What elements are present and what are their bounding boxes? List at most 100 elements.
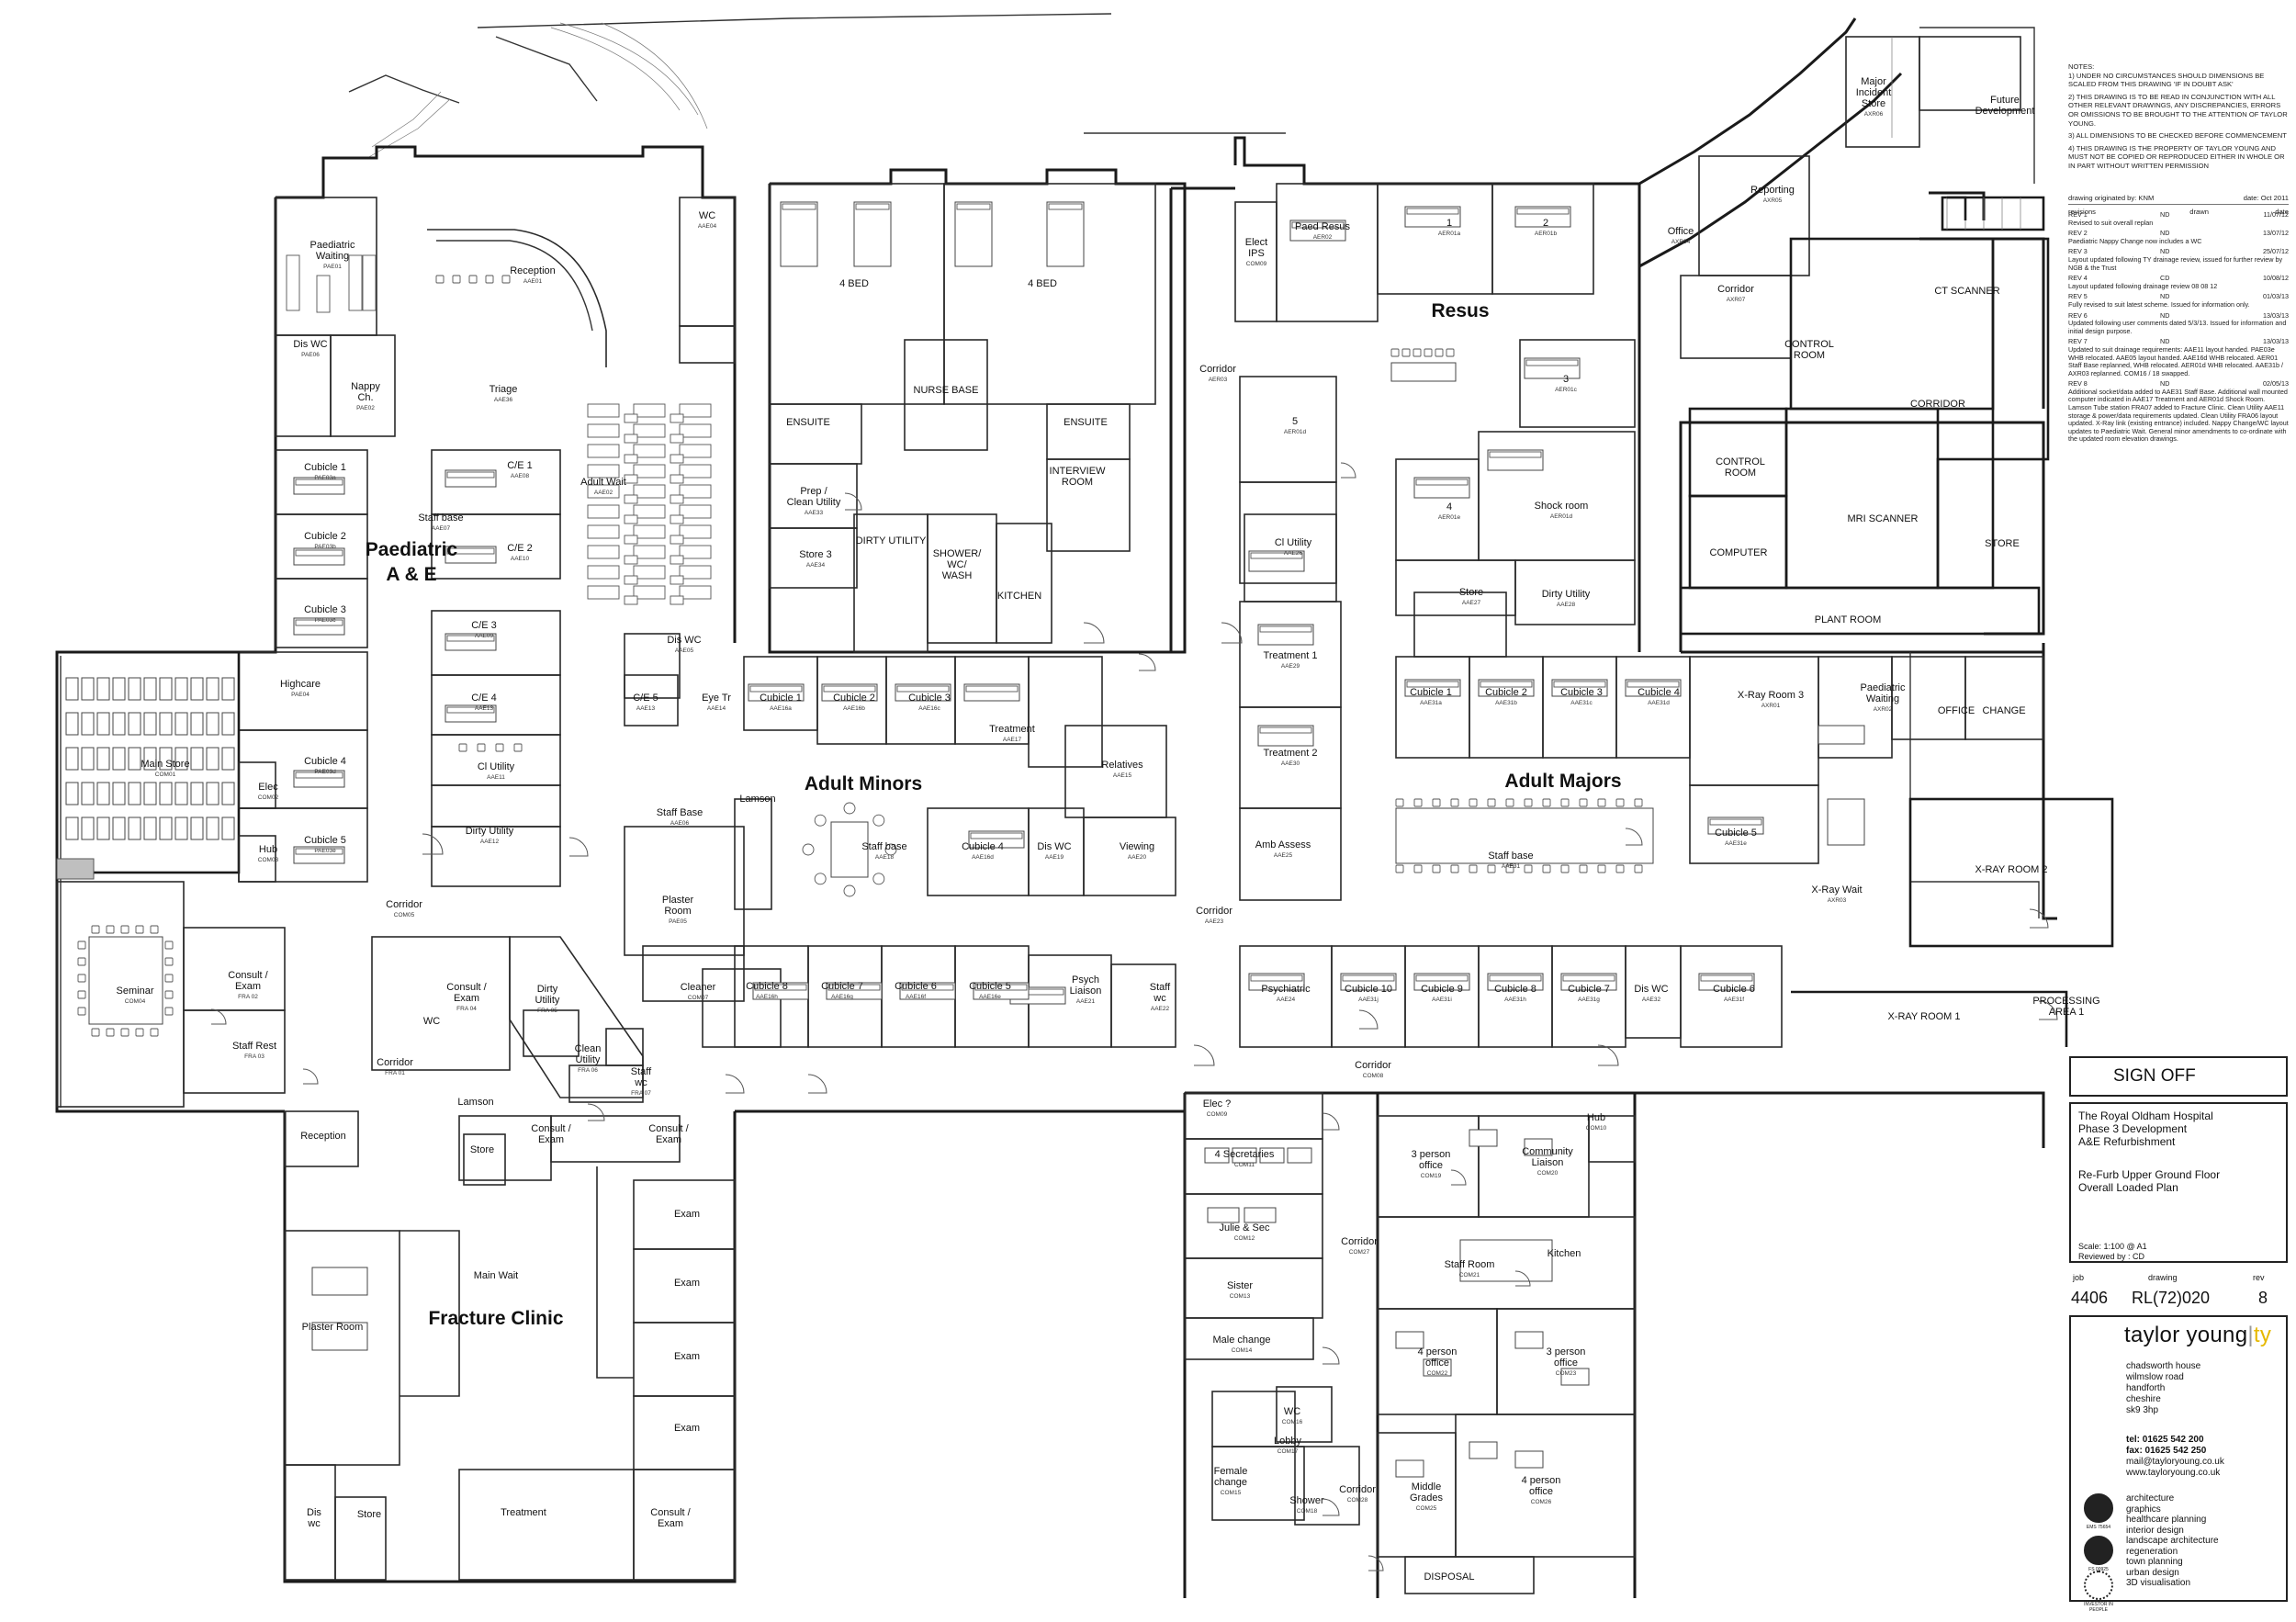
- room-code-aae34: AAE34: [806, 562, 826, 569]
- revision-drawn: ND: [2160, 337, 2170, 346]
- room-label-kitchen-upper: KITCHEN: [997, 591, 1041, 602]
- room-code-aae16d: AAE16d: [972, 854, 994, 861]
- room-label-dirty-utility-aae12: Dirty Utility: [466, 826, 514, 837]
- room-label-major-incident-store: Store: [1862, 98, 1885, 109]
- service-item: healthcare planning: [2126, 1515, 2207, 1525]
- room-label-resus-2: 2: [1543, 218, 1548, 229]
- room-label-lamson: Lamson: [457, 1097, 493, 1108]
- room-code-axr05: AXR05: [1763, 197, 1783, 204]
- room-label-elec-q: Elec ?: [1203, 1098, 1232, 1109]
- room-label-dis-wc-pae06: Dis WC: [293, 339, 327, 350]
- room-code-aae16e: AAE16e: [979, 994, 1001, 1000]
- cert-label: FS 00925: [2088, 1567, 2109, 1572]
- room-label-exam: Exam: [674, 1423, 700, 1434]
- future-development: [1084, 27, 2035, 220]
- revision-description: Fully revised to suit latest scheme. Iss…: [2068, 299, 2250, 309]
- address-line: sk9 3hp: [2126, 1405, 2159, 1415]
- room-code-aae24: AAE24: [1277, 997, 1296, 1003]
- site-context: [348, 13, 1112, 159]
- revision-date: 13/03/13: [2263, 310, 2289, 320]
- room-label-ct-scanner: CT SCANNER: [1934, 286, 1999, 297]
- room-code-aae16b: AAE16b: [843, 705, 865, 712]
- room-label-four-person-office-2: 4 person: [1522, 1475, 1561, 1486]
- revision-description: Updated to suit drainage requirements: A…: [2068, 344, 2283, 377]
- room-label-ce-4: C/E 4: [471, 693, 497, 704]
- room-label-treatment-am: Treatment: [989, 724, 1035, 735]
- revision-date: 02/05/13: [2263, 379, 2289, 389]
- room-label-cubicle-2-am: Cubicle 2: [833, 693, 875, 704]
- room-label-dirty-utility-fra: Dirty: [537, 984, 558, 995]
- room-code-aer03: AER03: [1209, 377, 1228, 383]
- room-label-control-room-2: ROOM: [1725, 467, 1756, 479]
- revision-drawn: ND: [2160, 229, 2170, 238]
- room-code-aae14: AAE14: [707, 705, 726, 712]
- room-label-paediatric-waiting-xr: Waiting: [1866, 693, 1899, 704]
- room-label-elec: Elec: [258, 782, 278, 793]
- room-label-cubicle-3-maj: Cubicle 3: [1560, 687, 1603, 698]
- zone-label-adult-majors: Adult Majors: [1504, 771, 1621, 792]
- firm-tel: tel: 01625 542 200: [2126, 1435, 2204, 1445]
- room-code-aae31d: AAE31d: [1648, 700, 1670, 706]
- fracture-upper: [371, 936, 644, 1103]
- room-label-cubicle-8: Cubicle 8: [746, 981, 788, 992]
- room-code-com12: COM12: [1234, 1235, 1255, 1242]
- revision-description: Layout updated following TY drainage rev…: [2068, 254, 2283, 272]
- room-code-pae03a: PAE03a: [314, 475, 336, 481]
- address-line: wilmslow road: [2126, 1372, 2184, 1382]
- sign-off-label: SIGN OFF: [2113, 1066, 2196, 1086]
- room-code-axr01: AXR01: [1761, 703, 1781, 709]
- room-code-fra05: FRA 05: [537, 1008, 557, 1014]
- scale: Scale: 1:100 @ A1: [2078, 1242, 2147, 1251]
- room-label-staff-base-am: Staff base: [861, 841, 906, 852]
- room-label-exam: Exam: [674, 1209, 700, 1220]
- room-code-com03: COM03: [258, 857, 279, 863]
- firm-logo: taylor young|ty: [2124, 1323, 2272, 1347]
- room-label-cubicle-6: Cubicle 6: [895, 981, 937, 992]
- service-item: graphics: [2126, 1504, 2161, 1515]
- room-code-fra07: FRA 07: [631, 1090, 651, 1097]
- revision-rev: REV 5: [2068, 292, 2088, 301]
- room-label-community-liaison: Community: [1522, 1146, 1573, 1157]
- drawing-notes: NOTES: 1) UNDER NO CIRCUMSTANCES SHOULD …: [2068, 62, 2289, 175]
- firm-box: taylor young|ty chadsworth house wilmslo…: [2069, 1315, 2288, 1613]
- room-label-control-room: CONTROL: [1784, 339, 1834, 350]
- room-label-treatment-2: Treatment 2: [1264, 748, 1318, 759]
- room-label-cubicle-2-maj: Cubicle 2: [1485, 687, 1527, 698]
- room-code-aae30: AAE30: [1281, 760, 1300, 767]
- room-code-aae33: AAE33: [805, 510, 824, 516]
- room-label-three-person-office-2: 3 person: [1547, 1346, 1586, 1357]
- revision-date: 13/07/12: [2263, 229, 2289, 238]
- room-label-plaster-room-am: Plaster: [662, 895, 694, 906]
- room-label-corridor: Corridor: [1339, 1484, 1376, 1495]
- revision-date: 13/03/13: [2263, 337, 2289, 346]
- room-label-reception-aae: Reception: [510, 265, 556, 276]
- room-code-com27: COM27: [1349, 1249, 1370, 1256]
- room-label-staff-base-aae: Staff Base: [657, 807, 703, 818]
- room-label-psych-liaison: Liaison: [1070, 986, 1102, 997]
- room-label-clean-utility-fra: Clean: [575, 1043, 602, 1054]
- revision-date: 10/08/12: [2263, 274, 2289, 283]
- room-label-shower-wc-wash: WC/: [947, 559, 967, 570]
- community-offices: [1184, 1092, 1636, 1594]
- room-code-aae31a: AAE31a: [1420, 700, 1442, 706]
- room-label-hub-com: Hub: [1587, 1112, 1605, 1123]
- meta-values: 4406 RL(72)020 8: [2069, 1286, 2288, 1310]
- room-label-staff-rest: Staff Rest: [232, 1041, 276, 1052]
- room-code-com09b: COM09: [1207, 1111, 1228, 1118]
- room-code-com19: COM19: [1421, 1173, 1442, 1179]
- room-label-processing-area-1: PROCESSING: [2032, 996, 2099, 1007]
- firm-email[interactable]: mail@tayloryoung.co.uk: [2126, 1457, 2224, 1467]
- room-label-dis-wc-fc: wc: [307, 1518, 321, 1529]
- adult-wait-seating: [587, 403, 712, 605]
- room-label-female-change: change: [1214, 1477, 1247, 1488]
- room-label-computer: COMPUTER: [1710, 547, 1768, 558]
- room-code-com09: COM09: [1246, 261, 1267, 267]
- firm-web[interactable]: www.tayloryoung.co.uk: [2126, 1468, 2221, 1478]
- room-code-pae05: PAE05: [669, 918, 687, 925]
- room-label-plaster-room-am: Room: [664, 906, 691, 917]
- room-code-aae21: AAE21: [1076, 998, 1096, 1005]
- room-label-plant-room: PLANT ROOM: [1815, 614, 1882, 625]
- room-code-aae31i: AAE31i: [1432, 997, 1452, 1003]
- room-code-com21: COM21: [1459, 1272, 1480, 1278]
- zone-labels: Paediatric A & E Resus Adult Minors Adul…: [366, 300, 1622, 1329]
